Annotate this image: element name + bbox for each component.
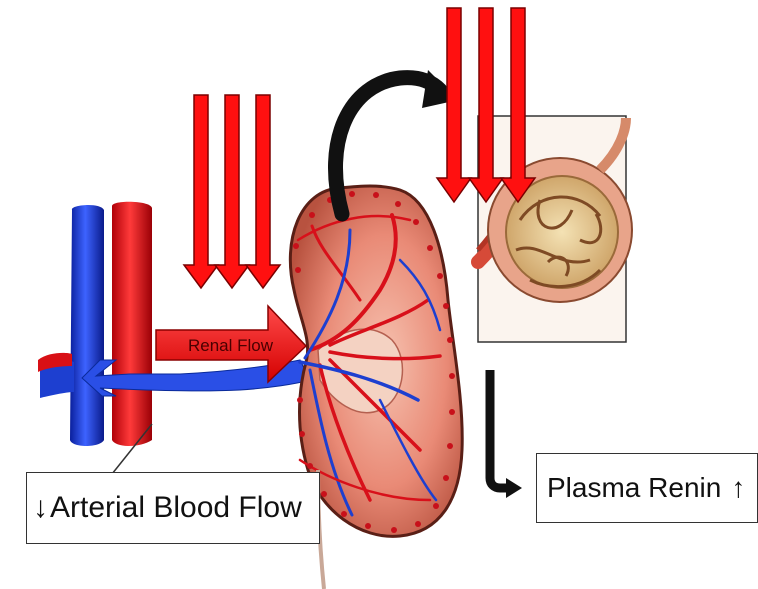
vena-cava [70,205,104,446]
pressure-arrow [184,95,218,288]
pressure-arrow [437,8,471,202]
down-arrow-icon: ↓ [33,491,48,525]
pressure-arrow [246,95,280,288]
pressure-arrows-right [437,8,535,202]
plasma-renin-label: Plasma Renin [547,472,721,504]
plasma-renin-label-box: Plasma Renin ↑ [536,453,758,523]
renin-pointer-arrow [490,370,522,498]
aorta [112,202,152,446]
arterial-blood-flow-label-box: ↓ Arterial Blood Flow [26,472,320,544]
glomerulus-inset [478,116,632,342]
arterial-blood-flow-label: Arterial Blood Flow [50,491,302,525]
pressure-arrows-left [184,95,280,288]
great-vessels [38,202,152,446]
pressure-arrow [215,95,249,288]
renal-flow-label: Renal Flow [188,336,274,355]
up-arrow-icon: ↑ [731,472,745,504]
